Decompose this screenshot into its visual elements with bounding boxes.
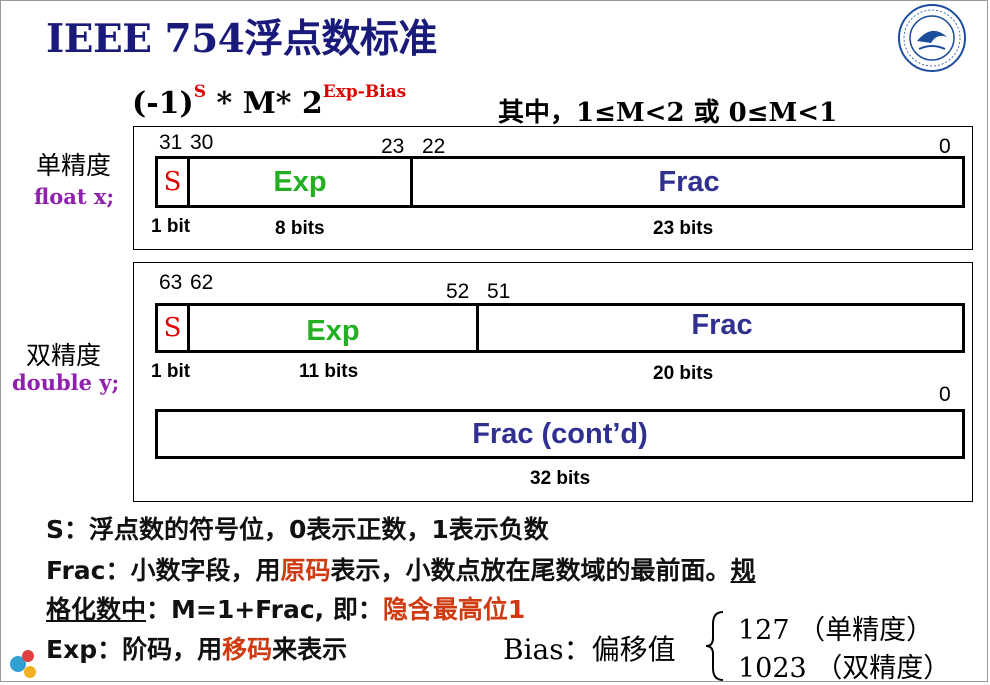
single-divider-exp xyxy=(410,156,413,208)
note-frac-a: Frac：小数字段，用 xyxy=(46,556,281,585)
single-bit-30: 30 xyxy=(190,131,214,154)
double-exp-width: 11 bits xyxy=(299,361,359,382)
double-field-bar xyxy=(155,303,965,353)
double-bit-0: 0 xyxy=(939,383,951,406)
bias-double-note: （双精度） xyxy=(815,653,951,684)
bias-double: 1023 （双精度） xyxy=(738,646,950,685)
note-exp-b: 移码 xyxy=(222,635,273,664)
double-exp-field: Exp xyxy=(306,314,360,347)
double-bit-63: 63 xyxy=(159,271,183,294)
note-sign: S：浮点数的符号位，0表示正数，1表示负数 xyxy=(46,515,549,544)
single-exp-width: 8 bits xyxy=(275,218,325,239)
bias-single-value: 127 xyxy=(738,615,790,646)
note-frac2-c: 隐含最高位1 xyxy=(382,595,526,624)
double-frac-cont-width: 32 bits xyxy=(530,468,591,489)
single-divider-s xyxy=(187,156,190,208)
slide-title: IEEE 754浮点数标准 xyxy=(46,16,437,62)
double-decl: double y; xyxy=(12,370,120,395)
double-divider-s xyxy=(187,303,190,353)
double-layout-box xyxy=(133,262,973,502)
formula-prefix: (-1) xyxy=(132,86,194,121)
formula-exponent: Exp-Bias xyxy=(322,82,407,102)
note-exp: Exp：阶码，用移码来表示 xyxy=(46,630,347,666)
single-exp-field: Exp xyxy=(273,165,327,198)
single-bit-31: 31 xyxy=(159,131,183,154)
note-frac2-a: 格化数中 xyxy=(46,595,147,624)
single-frac-field: Frac xyxy=(658,165,720,198)
single-bit-23: 23 xyxy=(381,135,405,158)
single-decl: float x; xyxy=(34,184,115,209)
note-frac-d: 规 xyxy=(730,556,756,585)
note-exp-c: 来表示 xyxy=(272,635,348,664)
note-frac-line1: Frac：小数字段，用原码表示，小数点放在尾数域的最前面。规 xyxy=(46,551,756,587)
note-frac2-b: ：M=1+Frac, 即： xyxy=(146,595,383,624)
single-sign-field: S xyxy=(163,167,182,197)
double-divider-exp xyxy=(476,303,479,353)
single-frac-width: 23 bits xyxy=(653,218,714,239)
double-label: 双精度 xyxy=(26,341,102,370)
single-label: 单精度 xyxy=(36,151,112,180)
single-sign-width: 1 bit xyxy=(151,216,191,237)
double-frac-cont-field: Frac (cont’d) xyxy=(155,409,965,459)
university-logo xyxy=(898,4,966,72)
double-frac-field: Frac xyxy=(691,308,753,341)
bias-brace-icon xyxy=(705,611,724,681)
formula: (-1)S * M* 2Exp-Bias xyxy=(132,82,406,121)
formula-middle: * M* 2 xyxy=(206,86,323,121)
double-bit-51: 51 xyxy=(487,280,511,303)
single-bit-22: 22 xyxy=(422,135,446,158)
bias-label: Bias：偏移值 xyxy=(503,633,676,666)
single-field-bar xyxy=(155,156,965,208)
formula-sign-exponent: S xyxy=(193,82,206,102)
note-exp-a: Exp：阶码，用 xyxy=(46,635,223,664)
double-bit-62: 62 xyxy=(190,271,214,294)
single-bit-0: 0 xyxy=(939,135,951,158)
double-sign-field: S xyxy=(163,313,182,343)
note-frac-b: 原码 xyxy=(280,556,331,585)
note-frac-line2: 格化数中：M=1+Frac, 即：隐含最高位1 xyxy=(46,590,525,626)
double-sign-width: 1 bit xyxy=(151,361,191,382)
bias-single-note: （单精度） xyxy=(798,615,934,646)
corner-decoration-icon xyxy=(10,650,36,678)
note-frac-c: 表示，小数点放在尾数域的最前面。 xyxy=(330,556,731,585)
formula-where: 其中，1≤M<2 或 0≤M<1 xyxy=(498,98,838,128)
double-bit-52: 52 xyxy=(446,280,470,303)
bias-double-value: 1023 xyxy=(738,653,807,684)
bias-single: 127 （单精度） xyxy=(738,608,933,647)
double-frac-width: 20 bits xyxy=(653,363,714,384)
single-layout-box xyxy=(133,126,973,250)
